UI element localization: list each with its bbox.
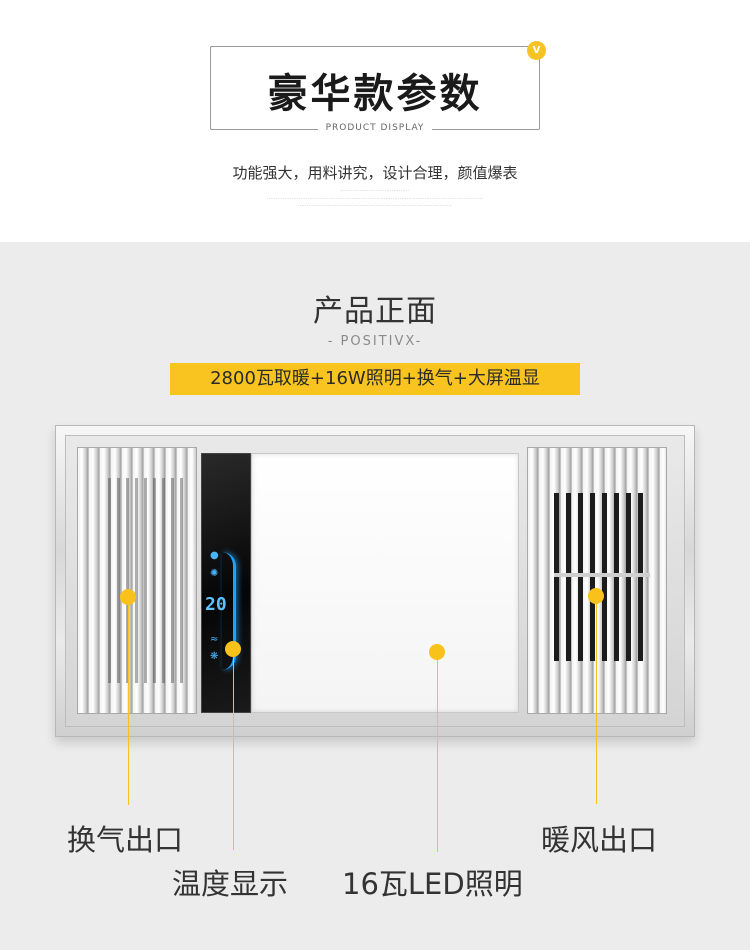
title-subtitle: PRODUCT DISPLAY — [211, 123, 539, 133]
sun-icon: ✺ — [210, 568, 219, 579]
tagline: 功能强大，用料讲究，设计合理，颜值爆表 — [232, 164, 518, 182]
callout-line-display — [233, 657, 234, 850]
label-temp-display: 温度显示 — [172, 867, 289, 901]
callout-dot-led — [429, 644, 445, 660]
feature-bar: 2800瓦取暖+16W照明+换气+大屏温显 — [170, 363, 580, 395]
callout-dot-display — [225, 641, 241, 657]
callout-line-warm-air — [596, 604, 597, 804]
label-led-light: 16瓦LED照明 — [342, 867, 523, 901]
level-arc — [222, 552, 236, 670]
decorative-fine-print-1: ······································· — [340, 188, 410, 193]
label-vent-out: 换气出口 — [67, 823, 184, 857]
callout-dot-warm-air — [588, 588, 604, 604]
led-lamp-panel — [251, 453, 519, 713]
heater-slots — [554, 493, 650, 661]
fan-icon: ❋ — [210, 651, 219, 662]
page-title: 豪华款参数 — [267, 71, 483, 117]
drop-icon: ● — [210, 550, 219, 561]
title-box: 豪华款参数 PRODUCT DISPLAY — [210, 46, 540, 133]
section-subtitle: - POSITIVX- — [327, 334, 423, 349]
chevron-badge-icon: V — [527, 41, 546, 60]
temperature-readout: 20 — [205, 594, 227, 615]
section-title: 产品正面 — [313, 294, 437, 329]
heater-grille-right — [527, 447, 667, 714]
label-warm-air-out: 暖风出口 — [541, 823, 658, 857]
decorative-fine-print-2: ········································… — [266, 196, 484, 201]
heater-slots-divider — [554, 573, 650, 577]
wave-icon: ≈ — [210, 634, 219, 645]
header-band: 豪华款参数 PRODUCT DISPLAY V 功能强大，用料讲究，设计合理，颜… — [0, 0, 750, 242]
vent-slots — [108, 478, 188, 683]
callout-line-led — [437, 660, 438, 852]
vent-grille-left — [77, 447, 197, 714]
callout-line-vent — [128, 605, 129, 805]
title-subtitle-text: PRODUCT DISPLAY — [317, 123, 433, 133]
control-display-panel: ● ✺ 20 ≈ ❋ — [201, 453, 251, 713]
callout-dot-vent — [120, 589, 136, 605]
product-image: ● ✺ 20 ≈ ❋ — [55, 425, 695, 737]
decorative-fine-print-3: ········································… — [297, 203, 453, 208]
